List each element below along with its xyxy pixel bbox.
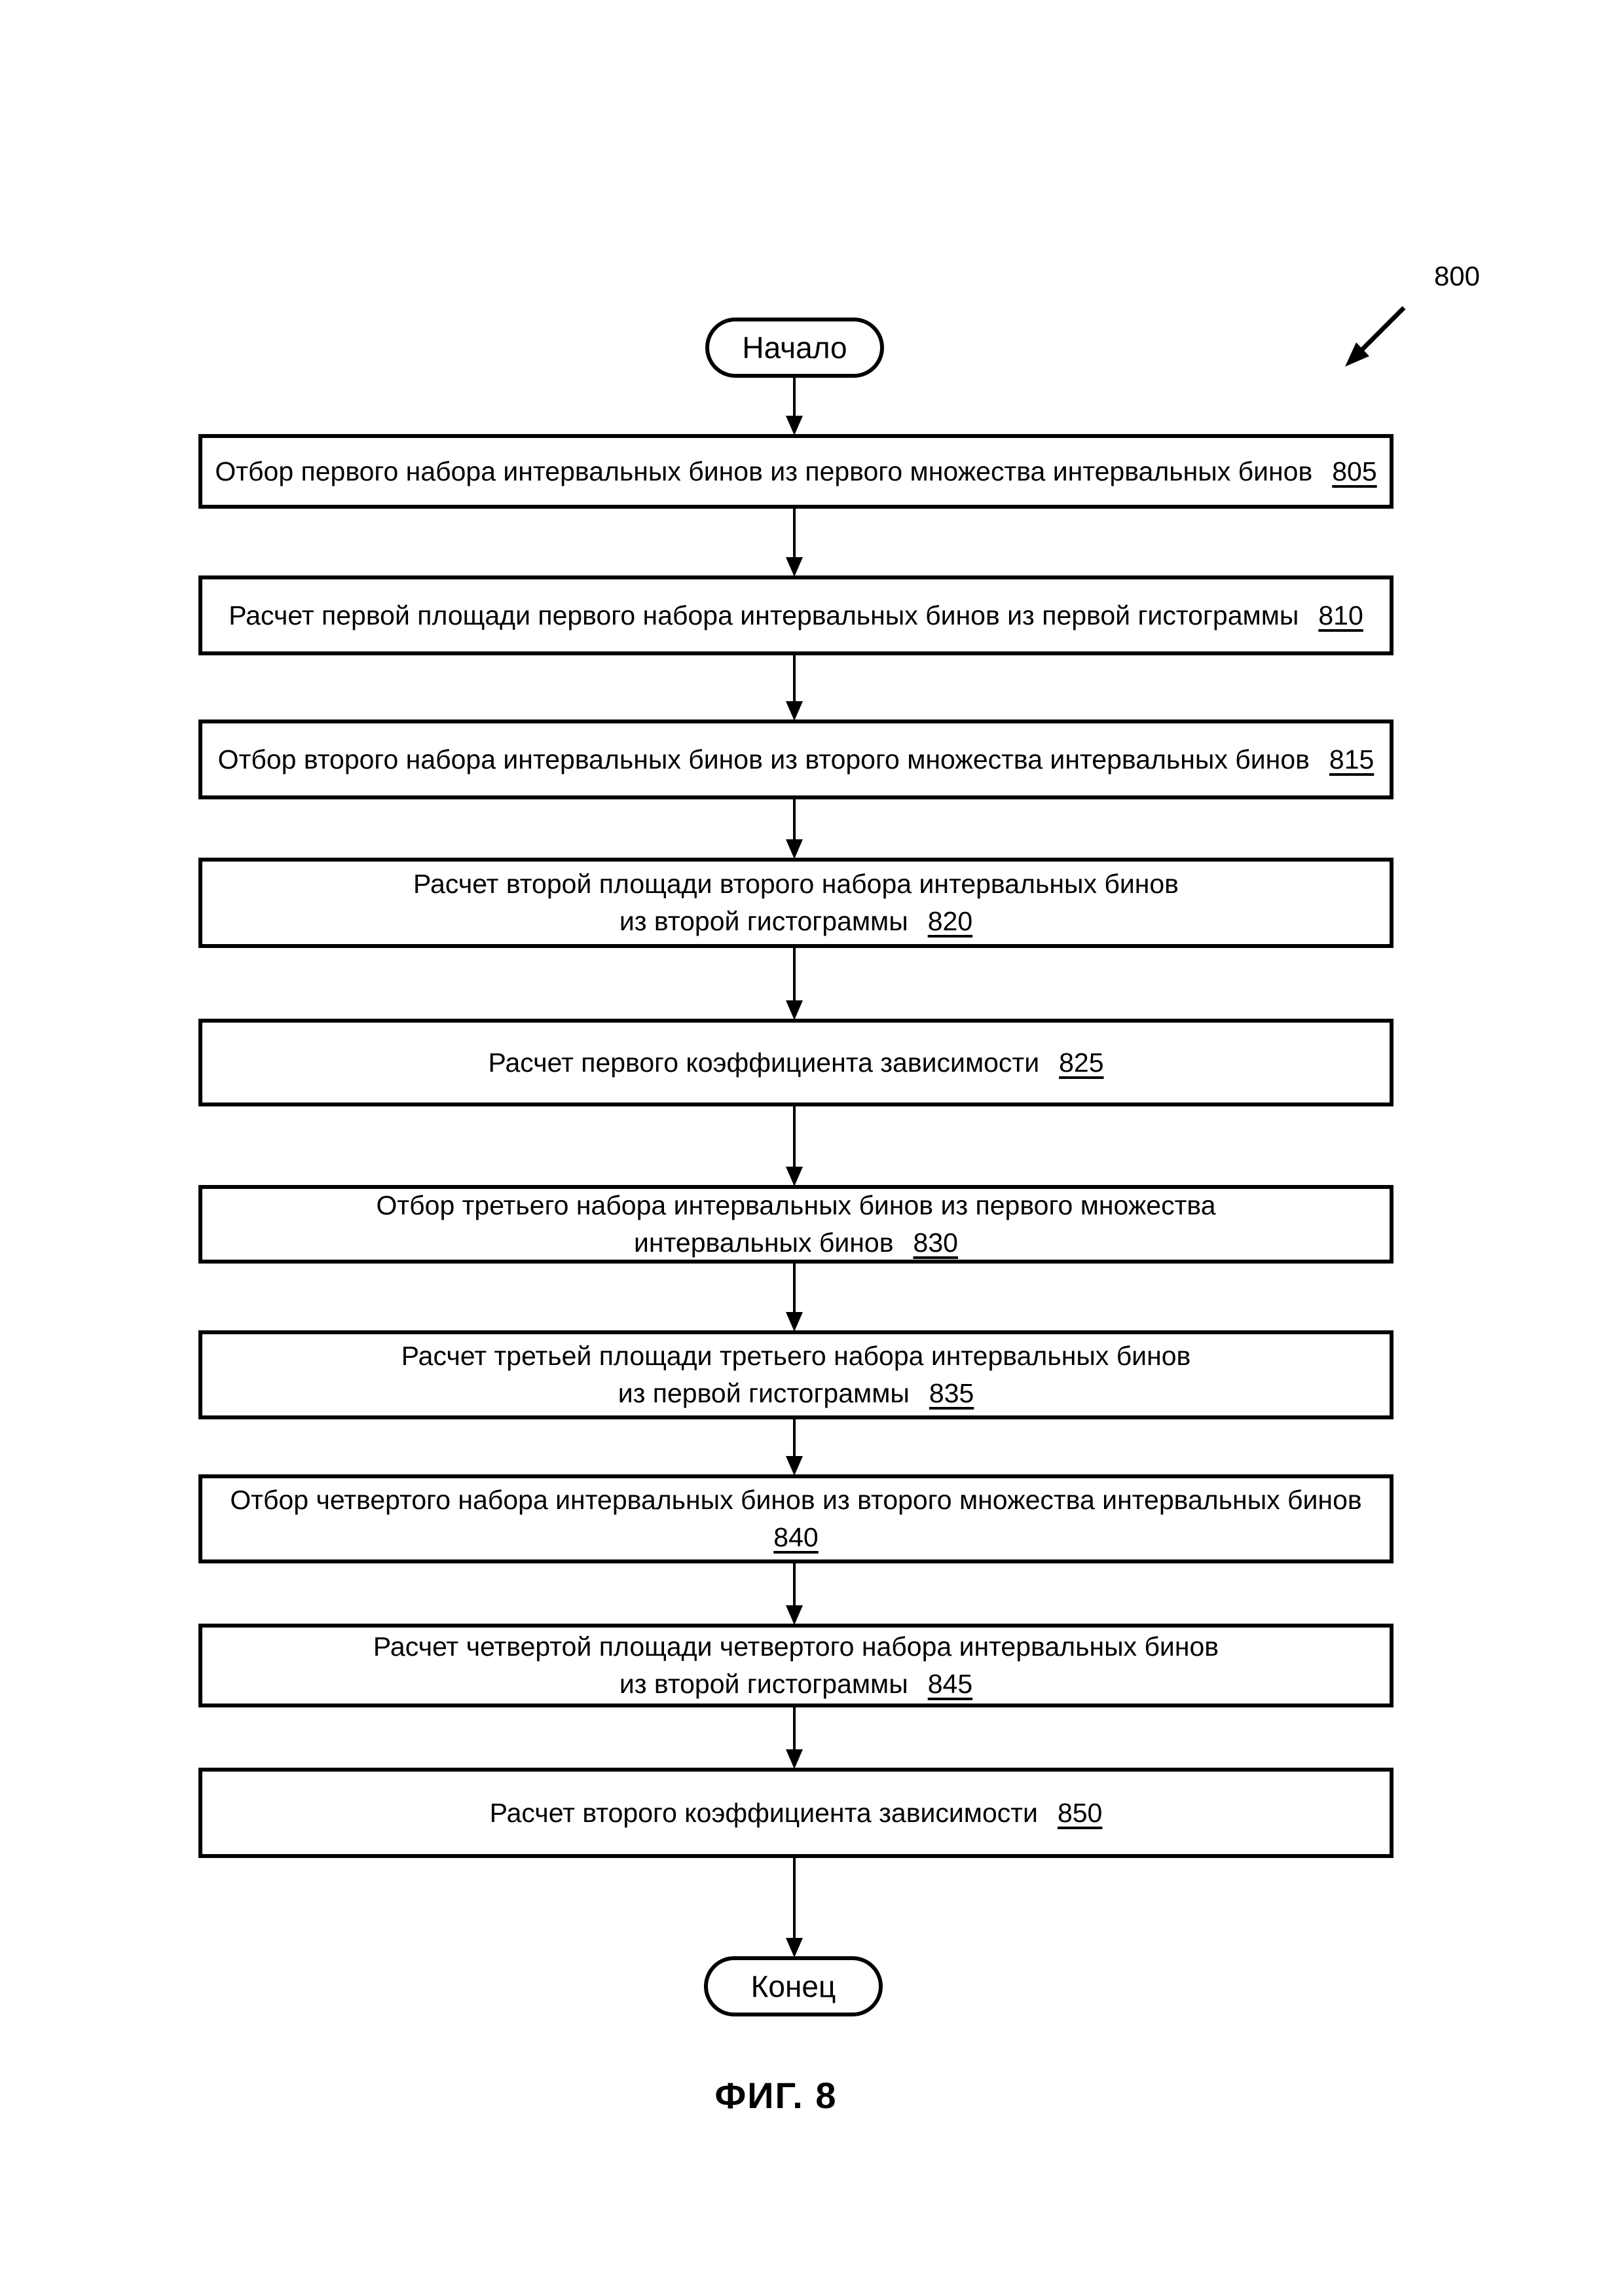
- arrow-down-icon: [786, 1106, 803, 1186]
- step-text: Расчет первой площади первого набора инт…: [229, 600, 1299, 630]
- flow-step-830: Отбор третьего набора интервальных бинов…: [198, 1185, 1393, 1264]
- step-ref-number: 825: [1059, 1047, 1104, 1078]
- step-ref-number: 810: [1318, 600, 1363, 630]
- arrow-down-icon: [786, 948, 803, 1020]
- arrow-down-icon: [786, 1858, 803, 1958]
- start-terminal-label: Начало: [742, 331, 847, 365]
- step-text: Отбор второго набора интервальных бинов …: [217, 744, 1310, 774]
- arrow-down-icon: [786, 655, 803, 721]
- step-ref-number: 830: [913, 1228, 958, 1258]
- step-text: Отбор первого набора интервальных бинов …: [215, 456, 1313, 486]
- arrow-down-icon: [786, 1707, 803, 1769]
- reference-pointer-arrow-icon: [1345, 306, 1406, 367]
- flow-step-815: Отбор второго набора интервальных бинов …: [198, 720, 1393, 799]
- end-terminal-label: Конец: [750, 1969, 836, 2003]
- step-ref-number: 815: [1329, 744, 1375, 774]
- flow-step-810: Расчет первой площади первого набора инт…: [198, 575, 1393, 655]
- step-text: Расчет второго коэффициента зависимости: [489, 1797, 1038, 1828]
- flow-step-845: Расчет четвертой площади четвертого набо…: [198, 1624, 1393, 1707]
- step-ref-number: 835: [929, 1378, 974, 1408]
- figure-caption: ФИГ. 8: [714, 2075, 838, 2116]
- arrow-down-icon: [786, 1419, 803, 1476]
- step-text: из первой гистограммы: [618, 1378, 910, 1408]
- flow-step-825: Расчет первого коэффициента зависимости 8…: [198, 1019, 1393, 1106]
- step-text: Расчет третьей площади третьего набора и…: [401, 1341, 1191, 1372]
- arrow-down-icon: [786, 509, 803, 577]
- flow-step-840: Отбор четвертого набора интервальных бин…: [198, 1474, 1393, 1563]
- step-ref-number: 805: [1332, 456, 1377, 486]
- step-ref-number: 820: [927, 906, 973, 936]
- step-text: Расчет второй площади второго набора инт…: [413, 869, 1179, 900]
- step-text: из второй гистограммы: [619, 1669, 908, 1699]
- start-terminal: Начало: [705, 318, 884, 378]
- step-ref-number: 845: [927, 1669, 973, 1699]
- step-text: Отбор четвертого набора интервальных бин…: [230, 1485, 1362, 1516]
- flow-step-850: Расчет второго коэффициента зависимости 8…: [198, 1768, 1393, 1858]
- arrow-down-icon: [786, 1563, 803, 1625]
- arrow-down-icon: [786, 376, 803, 435]
- arrow-down-icon: [786, 799, 803, 859]
- flow-step-820: Расчет второй площади второго набора инт…: [198, 858, 1393, 948]
- arrow-down-icon: [786, 1264, 803, 1332]
- step-text: Отбор третьего набора интервальных бинов…: [376, 1190, 1216, 1221]
- step-ref-number: 840: [773, 1522, 819, 1552]
- flow-step-805: Отбор первого набора интервальных бинов …: [198, 434, 1393, 509]
- end-terminal: Конец: [704, 1956, 883, 2016]
- figure-reference-number: 800: [1433, 261, 1481, 291]
- step-text: интервальных бинов: [634, 1228, 894, 1258]
- step-ref-number: 850: [1057, 1797, 1103, 1828]
- step-text: Расчет первого коэффициента зависимости: [488, 1047, 1040, 1078]
- step-text: из второй гистограммы: [619, 906, 908, 936]
- step-text: Расчет четвертой площади четвертого набо…: [373, 1631, 1219, 1662]
- flow-step-835: Расчет третьей площади третьего набора и…: [198, 1330, 1393, 1419]
